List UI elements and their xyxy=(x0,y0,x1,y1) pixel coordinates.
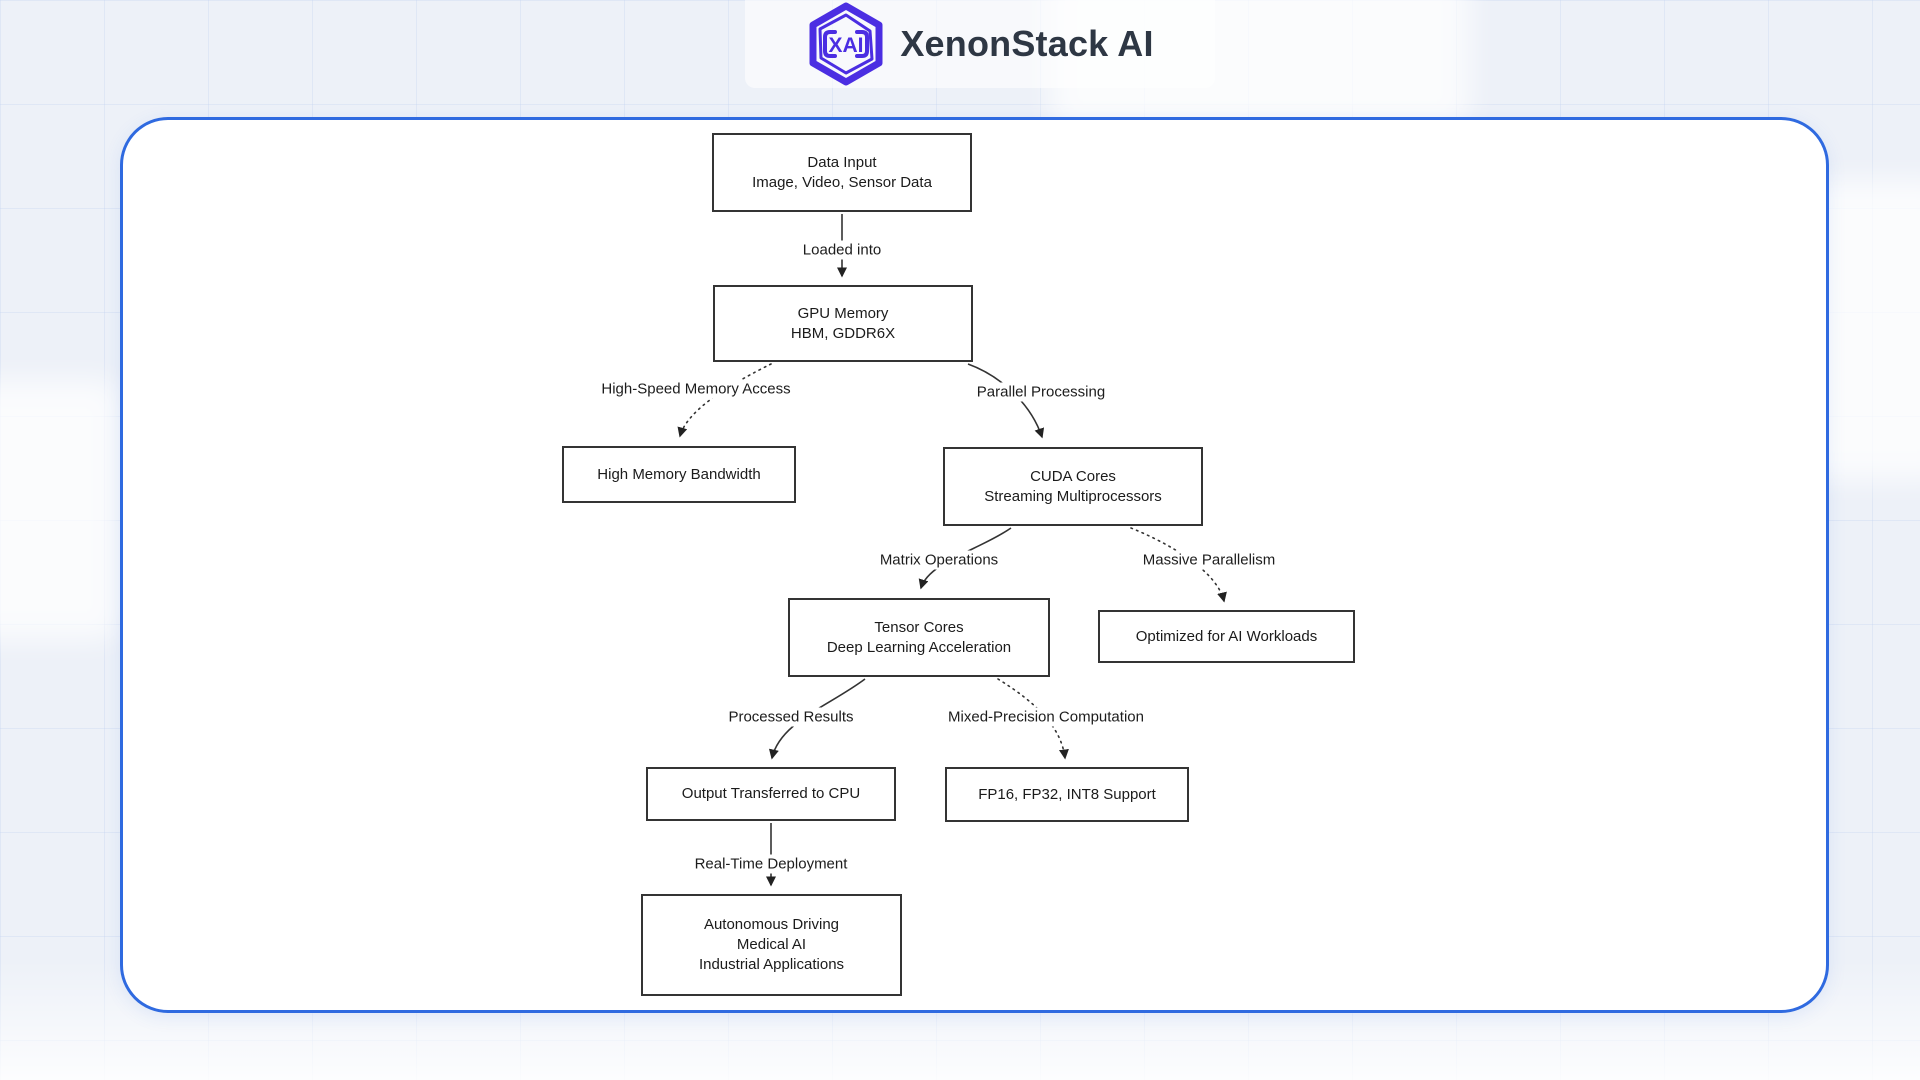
node-line: Optimized for AI Workloads xyxy=(1135,627,1318,645)
edge-label-matrix-operations: Matrix Operations xyxy=(874,550,1004,570)
node-line: CUDA Cores xyxy=(1030,467,1116,485)
edge-label-loaded-into: Loaded into xyxy=(797,240,887,260)
edge-label-high-speed-memory-access: High-Speed Memory Access xyxy=(596,379,796,399)
node-high-memory-bandwidth: High Memory Bandwidth xyxy=(562,446,796,503)
node-line: Deep Learning Acceleration xyxy=(826,638,1012,656)
edge-gpu-to-bandwidth xyxy=(677,363,772,438)
node-fp-support: FP16, FP32, INT8 Support xyxy=(945,767,1189,822)
node-line: Autonomous Driving xyxy=(703,916,840,933)
node-line: GPU Memory xyxy=(797,304,889,322)
node-line: High Memory Bandwidth xyxy=(597,465,761,483)
node-line: FP16, FP32, INT8 Support xyxy=(978,785,1156,803)
node-cuda-cores: CUDA Cores Streaming Multiprocessors xyxy=(943,447,1203,526)
edge-label-real-time-deployment: Real-Time Deployment xyxy=(689,854,853,874)
node-line: Data Input xyxy=(807,153,877,171)
node-line: Output Transferred to CPU xyxy=(681,785,861,802)
node-line: Medical AI xyxy=(736,936,807,953)
node-line: Industrial Applications xyxy=(698,956,845,973)
node-data-input: Data Input Image, Video, Sensor Data xyxy=(712,133,972,212)
edge-label-processed-results: Processed Results xyxy=(723,707,859,727)
diagram-container: Data Input Image, Video, Sensor Data GPU… xyxy=(120,117,1829,1013)
node-gpu-memory: GPU Memory HBM, GDDR6X xyxy=(713,285,973,362)
edge-label-massive-parallelism: Massive Parallelism xyxy=(1137,550,1281,570)
edge-tensor-to-fp xyxy=(997,678,1069,760)
node-line: HBM, GDDR6X xyxy=(790,324,896,342)
svg-text:XAI: XAI xyxy=(829,34,864,57)
node-optimized-ai-workloads: Optimized for AI Workloads xyxy=(1098,610,1355,663)
node-line: Streaming Multiprocessors xyxy=(984,487,1162,505)
background-patch xyxy=(0,380,120,640)
edge-label-parallel-processing: Parallel Processing xyxy=(971,382,1111,402)
node-tensor-cores: Tensor Cores Deep Learning Acceleration xyxy=(788,598,1050,677)
xenonstack-logo-icon: XAI xyxy=(806,2,886,86)
brand-title: XenonStack AI xyxy=(900,23,1154,64)
node-line: Tensor Cores xyxy=(874,618,964,636)
edge-label-mixed-precision: Mixed-Precision Computation xyxy=(943,707,1149,727)
node-line: Image, Video, Sensor Data xyxy=(752,173,932,191)
brand-header: XAI XenonStack AI xyxy=(745,0,1215,88)
node-applications: Autonomous Driving Medical AI Industrial… xyxy=(641,894,902,996)
node-output-transferred-cpu: Output Transferred to CPU xyxy=(646,767,896,821)
